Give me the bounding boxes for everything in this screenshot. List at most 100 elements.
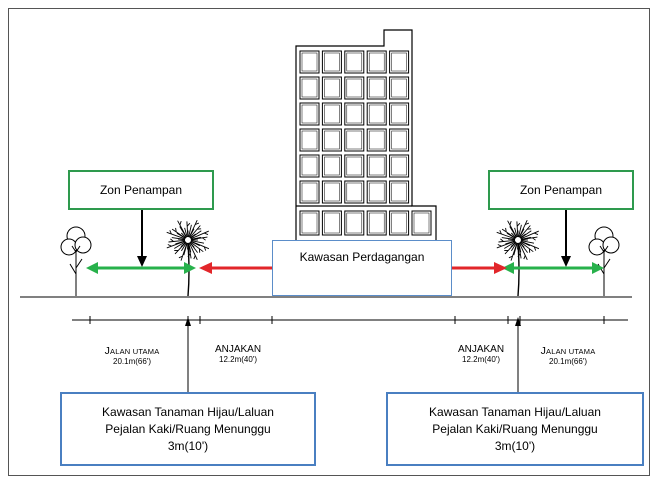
pointer-head	[185, 317, 191, 326]
palm-frond-barb	[167, 244, 172, 247]
palm-frond-barb	[517, 253, 521, 258]
building-icon	[295, 29, 437, 243]
palm-frond	[518, 224, 522, 238]
palm-frond	[190, 230, 209, 240]
arrow-head	[184, 262, 196, 274]
building-window-pane	[324, 52, 340, 72]
palm-frond	[519, 242, 528, 253]
palm-frond-barb	[508, 255, 513, 259]
building-window-pane	[301, 130, 318, 150]
palm-frond	[511, 242, 517, 252]
palm-frond	[180, 241, 187, 248]
palm-frond	[519, 228, 525, 238]
palm-frond	[189, 225, 201, 238]
building-window-pane	[301, 156, 318, 176]
building-window-pane	[391, 156, 407, 176]
green-zone-line: Kawasan Tanaman Hijau/Laluan	[102, 405, 274, 419]
palm-frond	[510, 242, 518, 261]
dimension-label-right-road: JALAN UTAMA 20.1m(66')	[513, 345, 623, 366]
tree-canopy	[60, 238, 78, 256]
dimension-value: 20.1m(66')	[113, 357, 151, 366]
palm-frond	[520, 241, 534, 253]
building-windows	[299, 50, 432, 236]
palm-frond	[520, 240, 535, 244]
palm-frond-barb	[203, 246, 207, 251]
green-zone-pointer	[185, 317, 191, 392]
palm-frond	[519, 225, 531, 238]
green-zone-width: 3m(10')	[494, 439, 536, 453]
palm-frond-barb	[505, 227, 507, 232]
palm-frond	[514, 227, 518, 238]
palm-frond	[189, 228, 195, 238]
building-window-pane	[346, 52, 363, 72]
palm-tree-icon	[166, 220, 210, 297]
palm-frond	[171, 228, 186, 239]
dimension-label-right-setback: ANJAKAN 12.2m(40')	[426, 344, 536, 364]
palm-frond	[188, 224, 192, 238]
palm-frond	[189, 242, 198, 253]
palm-frond	[510, 241, 517, 248]
dimension-name: JALAN UTAMA	[104, 345, 160, 357]
building-window-pane	[301, 52, 318, 72]
palm-frond	[175, 240, 186, 245]
palm-frond	[190, 236, 208, 240]
palm-frond-barb	[204, 232, 209, 236]
palm-frond-barb	[532, 237, 536, 241]
palm-frond-barb	[499, 230, 502, 235]
palm-frond-barb	[186, 222, 191, 227]
dimension-value: 20.1m(66')	[549, 357, 587, 366]
palm-frond	[501, 228, 516, 239]
commercial-area-label: Kawasan Perdagangan	[299, 250, 425, 264]
arrow-head	[494, 262, 507, 274]
building-window-pane	[346, 212, 363, 234]
building-window-pane	[368, 182, 385, 202]
building-window-pane	[301, 104, 318, 124]
setback-arrow	[199, 262, 272, 274]
dimension-value: 12.2m(40')	[219, 355, 257, 364]
dimension-value: 12.2m(40')	[462, 355, 500, 364]
tree-trunk	[69, 245, 83, 296]
building-window-pane	[368, 52, 385, 72]
palm-frond	[190, 230, 202, 239]
palm-frond-barb	[193, 255, 196, 260]
palm-frond-barb	[509, 220, 512, 226]
palm-frond	[177, 220, 187, 238]
arrow-head	[86, 262, 98, 274]
arrow-head	[592, 262, 604, 274]
buffer-zone-label: Zon Penampan	[99, 183, 183, 197]
palm-frond	[507, 220, 517, 238]
green-zone-line: Pejalan Kaki/Ruang Menunggu	[432, 422, 598, 436]
palm-frond-barb	[170, 238, 174, 242]
building-window-pane	[391, 130, 407, 150]
building-window-pane	[301, 212, 318, 234]
green-zone-line: Pejalan Kaki/Ruang Menunggu	[105, 422, 271, 436]
building-window-pane	[368, 156, 385, 176]
palm-frond	[166, 231, 186, 240]
green-zone-box-right: Kawasan Tanaman Hijau/Laluan Pejalan Kak…	[386, 392, 644, 466]
building-window-pane	[301, 78, 318, 98]
building-window-pane	[368, 104, 385, 124]
dimension-name: JALAN UTAMA	[540, 345, 596, 357]
green-zone-pointer	[515, 317, 521, 392]
dimension-label-left-setback: ANJAKAN 12.2m(40')	[183, 344, 293, 364]
palm-frond-barb	[516, 222, 521, 227]
pointer-head	[515, 317, 521, 326]
building-window-pane	[346, 130, 363, 150]
palm-frond-barb	[497, 244, 502, 247]
building-window-pane	[391, 78, 407, 98]
palm-frond-barb	[169, 230, 172, 235]
tree-canopy	[74, 236, 92, 254]
building-window-pane	[324, 78, 340, 98]
tree-canopy	[588, 238, 606, 256]
palm-frond-barb	[175, 227, 177, 232]
palm-frond	[504, 241, 516, 249]
palm-frond-barb	[195, 222, 200, 225]
buffer-zone-label: Zon Penampan	[519, 183, 603, 197]
buffer-down-arrow	[561, 210, 571, 267]
building-window-pane	[346, 104, 363, 124]
palm-frond	[518, 242, 522, 259]
palm-frond	[518, 242, 528, 260]
palm-frond	[190, 240, 200, 247]
setback-arrow	[452, 262, 507, 274]
